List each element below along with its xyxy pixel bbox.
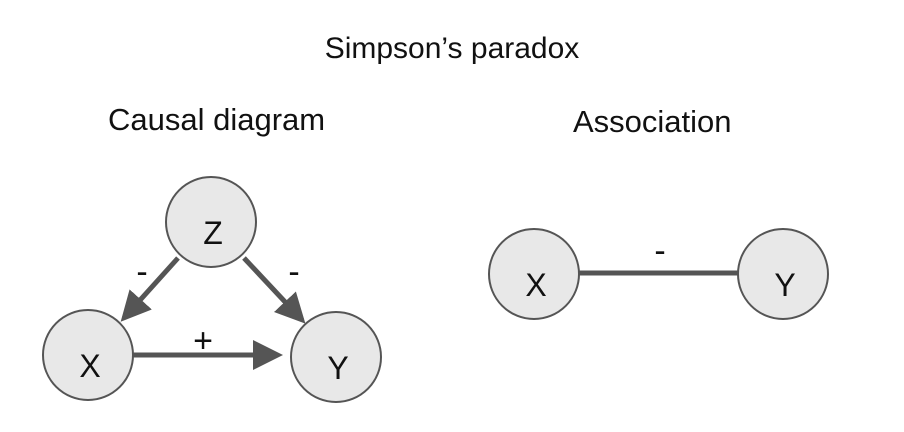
- association-heading: Association: [573, 104, 732, 139]
- association-node-y: [737, 228, 829, 320]
- node-y: [290, 311, 382, 403]
- association-node-x-label: X: [525, 267, 546, 303]
- edge-z-to-y: [242, 256, 306, 324]
- diagram-title: Simpson’s paradox: [324, 32, 580, 65]
- edge-label-z-to-y: -: [288, 253, 299, 291]
- node-z-label: Z: [203, 215, 223, 251]
- edge-label-x-to-y: +: [193, 322, 213, 360]
- edge-z-to-x: [120, 256, 180, 322]
- association-edge-label: -: [654, 232, 665, 270]
- node-z: [165, 176, 257, 268]
- association-node-x: [488, 228, 580, 320]
- node-x: [42, 309, 134, 401]
- association-node-y-label: Y: [774, 267, 795, 303]
- causal-diagram-heading: Causal diagram: [108, 102, 326, 137]
- node-x-label: X: [79, 348, 100, 384]
- edge-label-z-to-x: -: [136, 253, 147, 291]
- node-y-label: Y: [327, 350, 348, 386]
